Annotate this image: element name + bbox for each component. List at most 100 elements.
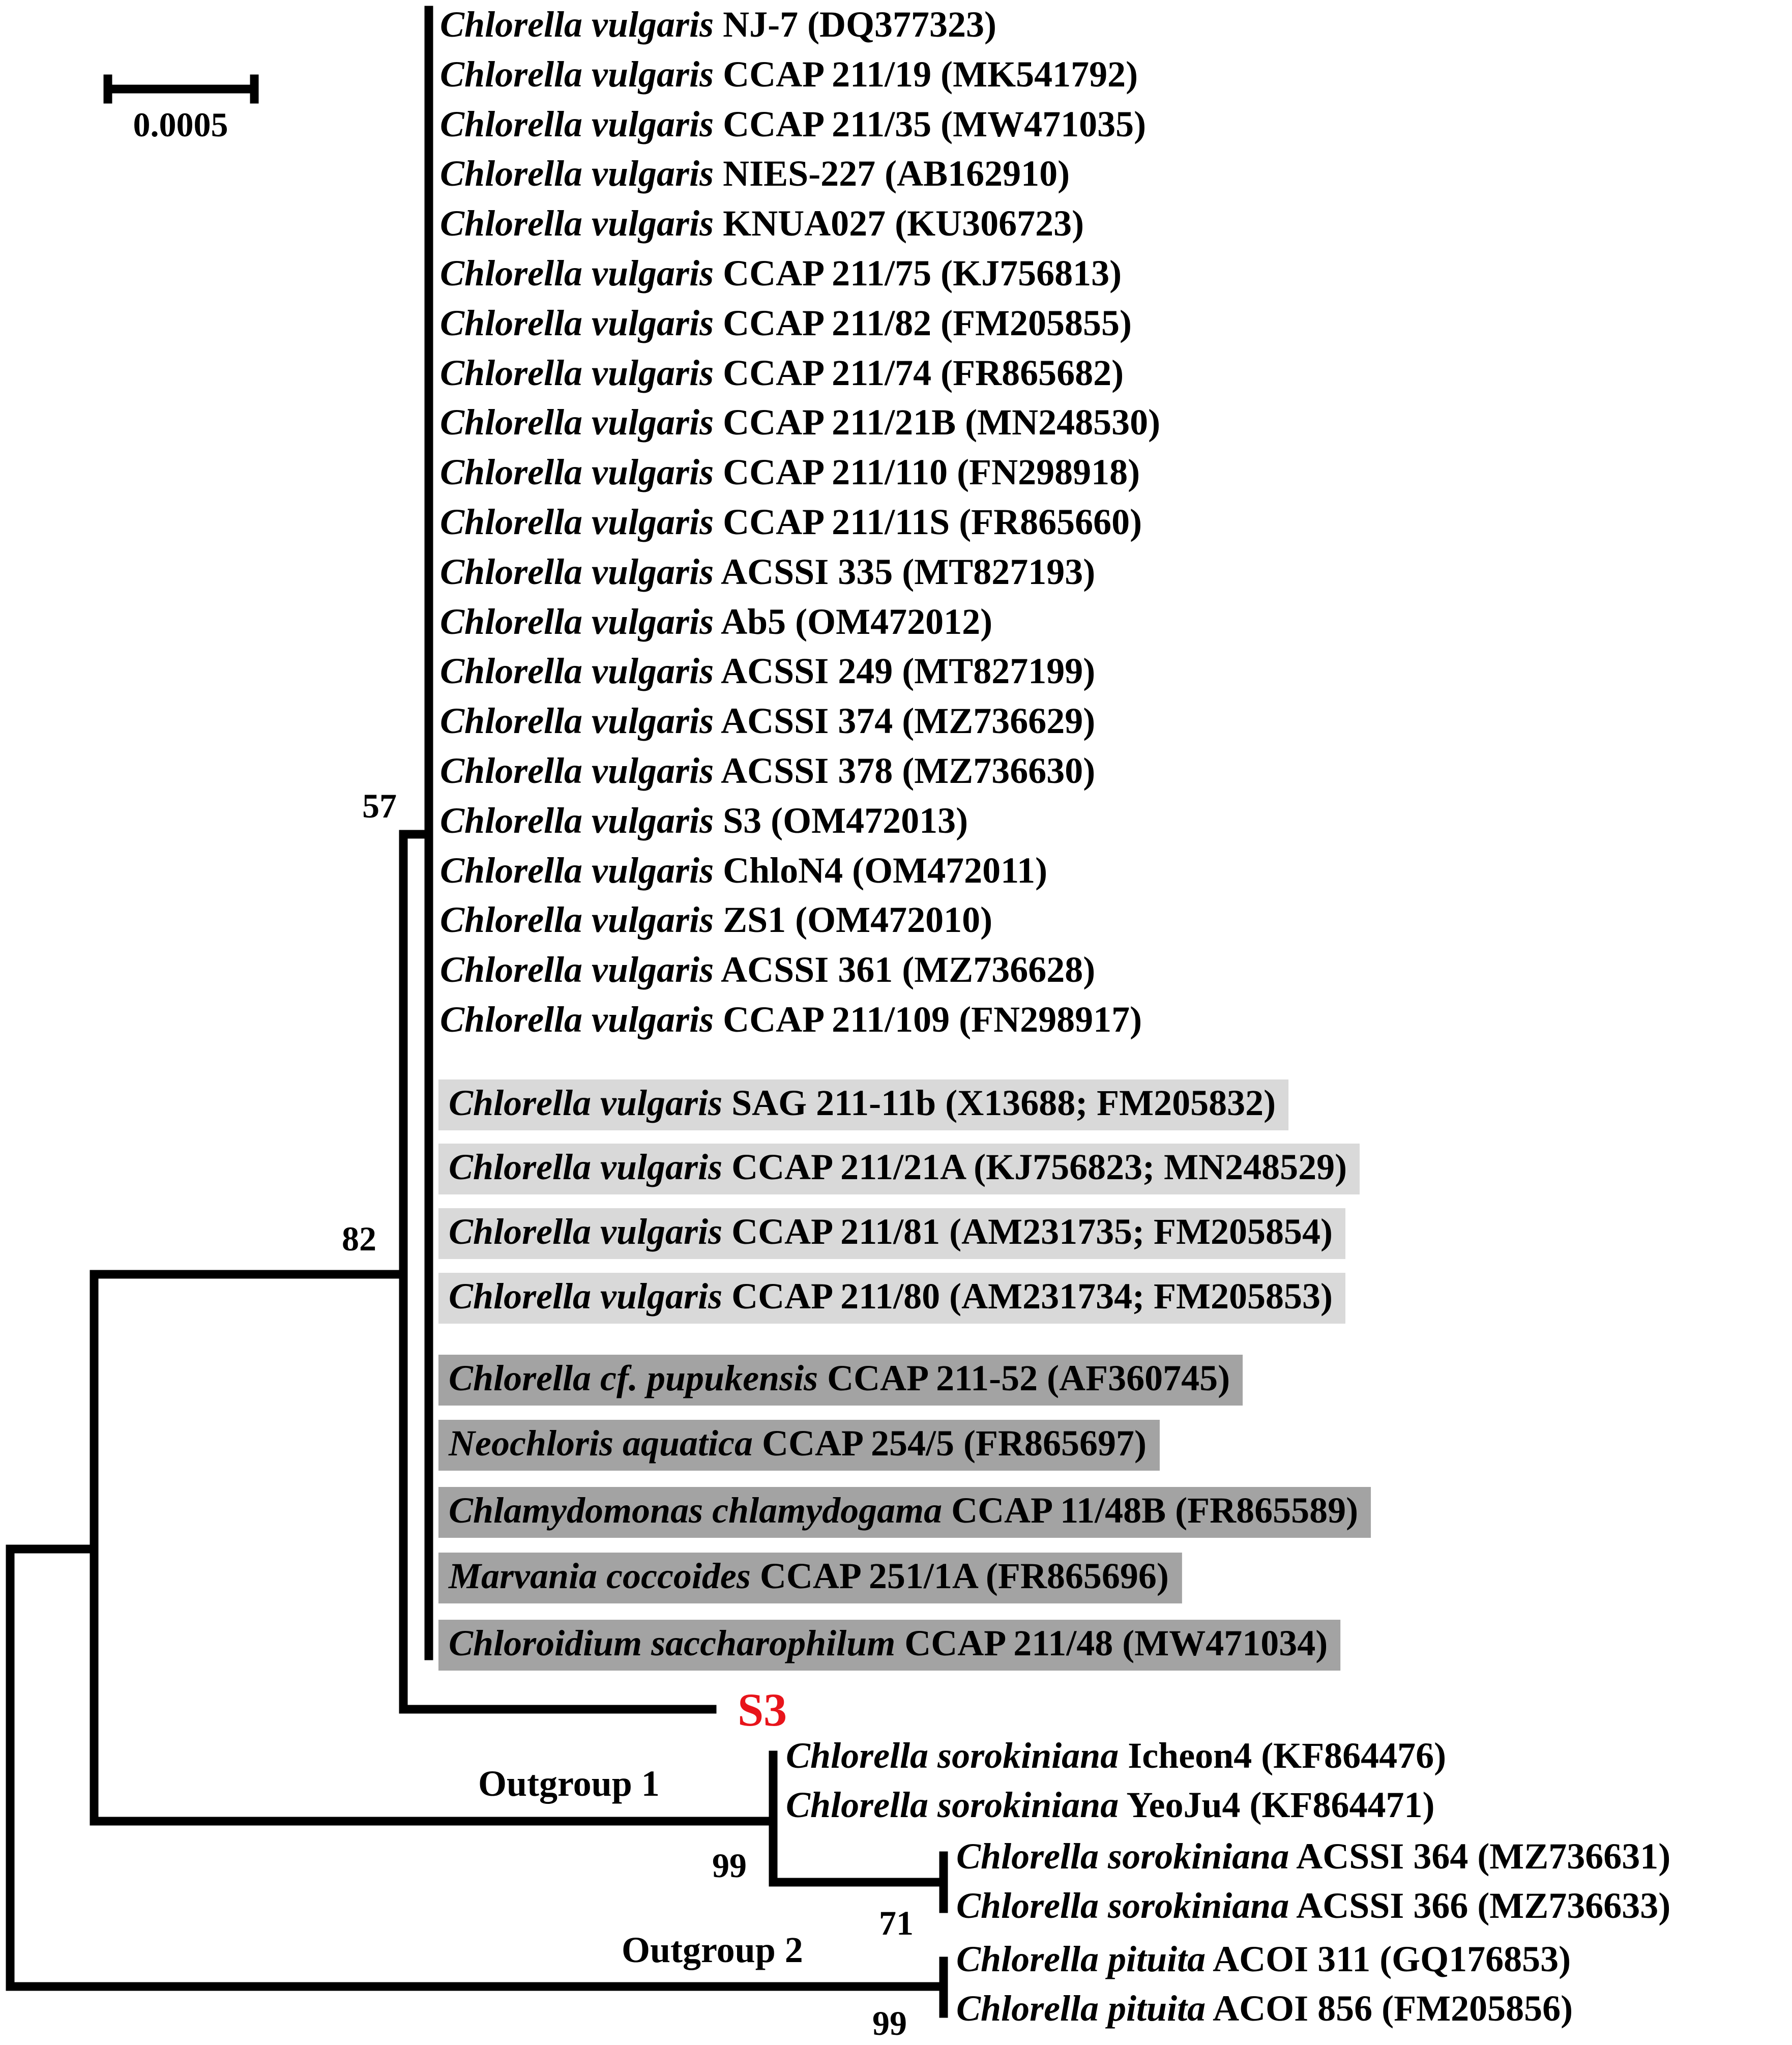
leaf-species: Chlorella vulgaris xyxy=(440,899,714,940)
leaf-strain: CCAP 211/81 (AM231735; FM205854) xyxy=(731,1211,1333,1252)
leaf-label: Marvania coccoides CCAP 251/1A (FR865696… xyxy=(448,1556,1169,1596)
scale-bar-label: 0.0005 xyxy=(133,105,228,144)
leaf-species: Chlorella vulgaris xyxy=(440,4,714,45)
bootstrap-outgroup1: 99 xyxy=(712,1846,747,1885)
leaf-label: Chlorella vulgaris NJ-7 (DQ377323) xyxy=(440,4,996,45)
leaf-label: Chlorella sorokiniana ACSSI 366 (MZ73663… xyxy=(956,1885,1670,1926)
leaf-highlight-box xyxy=(438,1487,1371,1538)
leaf-label: Chlorella vulgaris ACSSI 361 (MZ736628) xyxy=(440,949,1095,990)
leaf-strain: ACSSI 374 (MZ736629) xyxy=(721,700,1095,741)
leaf-label: Chlorella cf. pupukensis CCAP 211-52 (AF… xyxy=(449,1358,1230,1398)
leaf-strain: ACSSI 378 (MZ736630) xyxy=(721,750,1095,791)
leaf-species: Chlorella vulgaris xyxy=(440,402,714,443)
query-sequence-label: S3 xyxy=(738,1684,787,1736)
leaf-label: Chlorella vulgaris CCAP 211/109 (FN29891… xyxy=(440,999,1142,1040)
leaf-species: Neochloris aquatica xyxy=(448,1423,753,1464)
leaf-strain: YeoJu4 (KF864471) xyxy=(1127,1785,1435,1825)
leaf-species: Chlorella vulgaris xyxy=(440,999,714,1040)
leaf-label: Chlorella vulgaris CCAP 211/21B (MN24853… xyxy=(440,402,1160,443)
leaf-label: Chlorella vulgaris ACSSI 335 (MT827193) xyxy=(440,551,1095,592)
leaf-species: Chlorella vulgaris xyxy=(440,303,714,343)
highlight-boxes xyxy=(438,1079,1371,1671)
leaf-species: Chlorella sorokiniana xyxy=(956,1885,1289,1926)
leaf-strain: KNUA027 (KU306723) xyxy=(723,203,1084,244)
leaf-label: Chlorella vulgaris ChloN4 (OM472011) xyxy=(440,850,1047,891)
leaf-species: Chlorella vulgaris xyxy=(440,800,714,841)
leaf-strain: CCAP 211/74 (FR865682) xyxy=(723,353,1124,393)
leaf-species: Chlorella vulgaris xyxy=(449,1211,722,1252)
leaf-label: Chlorella vulgaris CCAP 211/19 (MK541792… xyxy=(440,54,1138,95)
leaf-species: Marvania coccoides xyxy=(448,1556,751,1596)
leaf-strain: Icheon4 (KF864476) xyxy=(1128,1735,1446,1776)
leaf-strain: CCAP 11/48B (FR865589) xyxy=(951,1490,1358,1531)
leaf-species: Chlorella vulgaris xyxy=(440,253,714,294)
leaf-species: Chlorella vulgaris xyxy=(440,750,714,791)
leaf-highlight-box xyxy=(438,1420,1160,1471)
bootstrap-outgroup2: 99 xyxy=(872,2004,907,2042)
leaf-strain: S3 (OM472013) xyxy=(723,800,968,841)
leaf-species: Chlamydomonas chlamydogama xyxy=(449,1490,942,1531)
leaf-strain: CCAP 211/80 (AM231734; FM205853) xyxy=(731,1276,1333,1317)
leaf-species: Chlorella vulgaris xyxy=(440,601,714,642)
scale-bar: 0.0005 xyxy=(103,74,259,144)
tree-branches xyxy=(6,6,948,2018)
leaf-species: Chlorella pituita xyxy=(956,1939,1206,1979)
leaf-strain: NIES-227 (AB162910) xyxy=(723,153,1070,194)
bootstrap-node82: 82 xyxy=(342,1219,376,1258)
leaf-label: Chlorella vulgaris NIES-227 (AB162910) xyxy=(440,153,1070,194)
leaf-species: Chlorella vulgaris xyxy=(449,1147,722,1187)
leaf-species: Chlorella vulgaris xyxy=(449,1083,722,1123)
outgroup2-label: Outgroup 2 xyxy=(622,1930,803,1970)
leaf-strain: ZS1 (OM472010) xyxy=(723,899,992,940)
leaf-highlight-box xyxy=(438,1273,1345,1324)
leaf-species: Chlorella sorokiniana xyxy=(786,1735,1119,1776)
leaf-label: Chloroidium saccharophilum CCAP 211/48 (… xyxy=(449,1623,1328,1663)
leaf-label: Chlorella vulgaris CCAP 211/74 (FR865682… xyxy=(440,353,1124,393)
leaf-species: Chlorella vulgaris xyxy=(440,949,714,990)
outgroup1-leaves: Chlorella sorokiniana Icheon4 (KF864476)… xyxy=(786,1735,1670,1926)
leaf-label: Chlorella vulgaris SAG 211-11b (X13688; … xyxy=(449,1083,1276,1123)
leaf-strain: ACSSI 361 (MZ736628) xyxy=(721,949,1095,990)
leaf-label: Chlorella sorokiniana YeoJu4 (KF864471) xyxy=(786,1785,1434,1825)
leaf-species: Chlorella vulgaris xyxy=(440,353,714,393)
leaf-label: Chlorella vulgaris KNUA027 (KU306723) xyxy=(440,203,1084,244)
bootstrap-node57: 57 xyxy=(362,786,397,825)
leaf-label: Chlorella vulgaris ACSSI 374 (MZ736629) xyxy=(440,700,1095,741)
leaf-strain: CCAP 211/11S (FR865660) xyxy=(723,502,1142,542)
leaf-highlight-box xyxy=(438,1355,1243,1406)
leaf-species: Chlorella sorokiniana xyxy=(786,1785,1119,1825)
main-clade-leaves: Chlorella vulgaris NJ-7 (DQ377323)Chlore… xyxy=(440,4,1358,1663)
leaf-species: Chlorella vulgaris xyxy=(440,700,714,741)
leaf-strain: CCAP 211/21A (KJ756823; MN248529) xyxy=(731,1147,1347,1187)
leaf-species: Chlorella vulgaris xyxy=(440,551,714,592)
leaf-label: Chlorella vulgaris ACSSI 378 (MZ736630) xyxy=(440,750,1095,791)
leaf-label: Chlorella vulgaris CCAP 211/80 (AM231734… xyxy=(449,1276,1333,1317)
leaf-strain: SAG 211-11b (X13688; FM205832) xyxy=(731,1083,1276,1123)
outgroup2-leaves: Chlorella pituita ACOI 311 (GQ176853) Ch… xyxy=(956,1939,1573,2029)
leaf-highlight-box xyxy=(438,1553,1182,1603)
outgroup1-label: Outgroup 1 xyxy=(478,1763,660,1804)
leaf-highlight-box xyxy=(438,1620,1341,1671)
leaf-strain: ACSSI 249 (MT827199) xyxy=(721,651,1095,691)
bootstrap-outgroup1-subclade: 71 xyxy=(879,1904,914,1942)
leaf-label: Chlorella vulgaris S3 (OM472013) xyxy=(440,800,968,841)
leaf-label: Chlorella vulgaris ACSSI 249 (MT827199) xyxy=(440,651,1095,691)
leaf-strain: NJ-7 (DQ377323) xyxy=(723,4,996,45)
leaf-species: Chlorella vulgaris xyxy=(440,651,714,691)
leaf-species: Chlorella pituita xyxy=(956,1988,1206,2029)
leaf-strain: CCAP 211/48 (MW471034) xyxy=(904,1623,1328,1663)
leaf-label: Chlamydomonas chlamydogama CCAP 11/48B (… xyxy=(449,1490,1358,1531)
leaf-strain: Ab5 (OM472012) xyxy=(721,601,992,642)
leaf-highlight-box xyxy=(438,1144,1360,1194)
leaf-strain: CCAP 211/110 (FN298918) xyxy=(723,452,1140,492)
leaf-label: Chlorella vulgaris CCAP 211/75 (KJ756813… xyxy=(440,253,1122,294)
leaf-label: Chlorella vulgaris CCAP 211/110 (FN29891… xyxy=(440,452,1140,492)
leaf-strain: ACOI 311 (GQ176853) xyxy=(1213,1939,1571,1979)
leaf-strain: CCAP 211/109 (FN298917) xyxy=(723,999,1142,1040)
leaf-label: Chlorella vulgaris Ab5 (OM472012) xyxy=(440,601,992,642)
leaf-species: Chloroidium saccharophilum xyxy=(449,1623,895,1663)
leaf-label: Chlorella pituita ACOI 856 (FM205856) xyxy=(956,1988,1573,2029)
leaf-strain: ACOI 856 (FM205856) xyxy=(1213,1988,1573,2029)
leaf-strain: CCAP 211/82 (FM205855) xyxy=(723,303,1132,343)
